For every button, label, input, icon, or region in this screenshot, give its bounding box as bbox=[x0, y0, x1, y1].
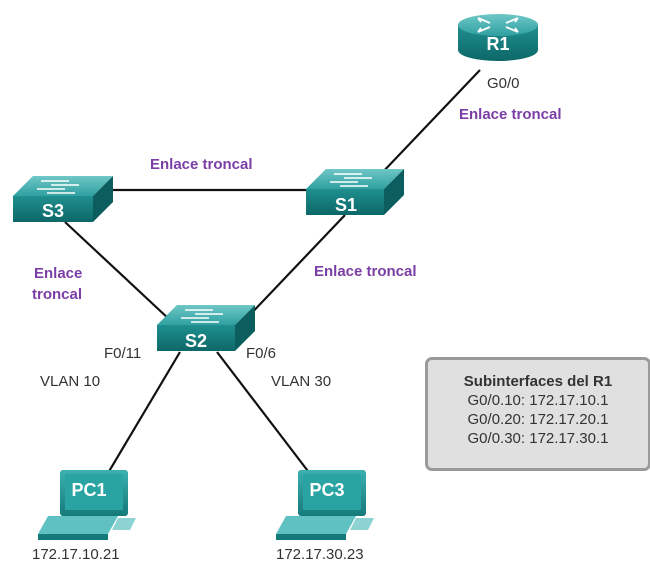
pc1-name: PC1 bbox=[71, 480, 107, 500]
link-r1-s1 bbox=[379, 69, 481, 176]
trunk-label-s3-s2-line2: troncal bbox=[32, 286, 83, 303]
subinterfaces-box: Subinterfaces del R1 G0/0.10: 172.17.10.… bbox=[425, 357, 650, 471]
switch-icon-s1 bbox=[306, 169, 404, 215]
trunk-label-s3-s2-line1: Enlace bbox=[34, 265, 83, 282]
subinterface-line: G0/0.10: 172.17.10.1 bbox=[467, 392, 609, 409]
subinterfaces-title: Subinterfaces del R1 bbox=[463, 373, 613, 390]
s2-port-left-label: F0/11 bbox=[104, 345, 142, 362]
trunk-label-r1-s1: Enlace troncal bbox=[459, 106, 562, 123]
r1-port-label: G0/0 bbox=[487, 75, 520, 92]
switch-icon-s2 bbox=[157, 305, 255, 351]
vlan-10-label: VLAN 10 bbox=[40, 373, 101, 390]
pc1-ip-label: 172.17.10.21 bbox=[32, 546, 120, 563]
pc-icon-pc1 bbox=[38, 470, 136, 540]
switch-s2-name: S2 bbox=[184, 331, 208, 351]
router-icon-r1 bbox=[458, 14, 538, 61]
pc3-ip-label: 172.17.30.23 bbox=[276, 546, 364, 563]
vlan-30-label: VLAN 30 bbox=[271, 373, 332, 390]
pc-icon-pc3 bbox=[276, 470, 374, 540]
subinterface-line: G0/0.30: 172.17.30.1 bbox=[467, 430, 609, 447]
s2-port-right-label: F0/6 bbox=[246, 345, 277, 362]
link-s1-s2 bbox=[244, 214, 346, 321]
cables bbox=[64, 69, 481, 501]
pc3-name: PC3 bbox=[309, 480, 345, 500]
link-s3-s2 bbox=[64, 221, 171, 321]
router-r1-name: R1 bbox=[486, 34, 510, 54]
trunk-label-s3-s1: Enlace troncal bbox=[150, 156, 253, 173]
subinterface-line: G0/0.20: 172.17.20.1 bbox=[467, 411, 609, 428]
switch-s3-name: S3 bbox=[41, 201, 65, 221]
switch-icon-s3 bbox=[13, 176, 113, 222]
trunk-label-s1-s2: Enlace troncal bbox=[314, 263, 417, 280]
switch-s1-name: S1 bbox=[334, 195, 358, 215]
